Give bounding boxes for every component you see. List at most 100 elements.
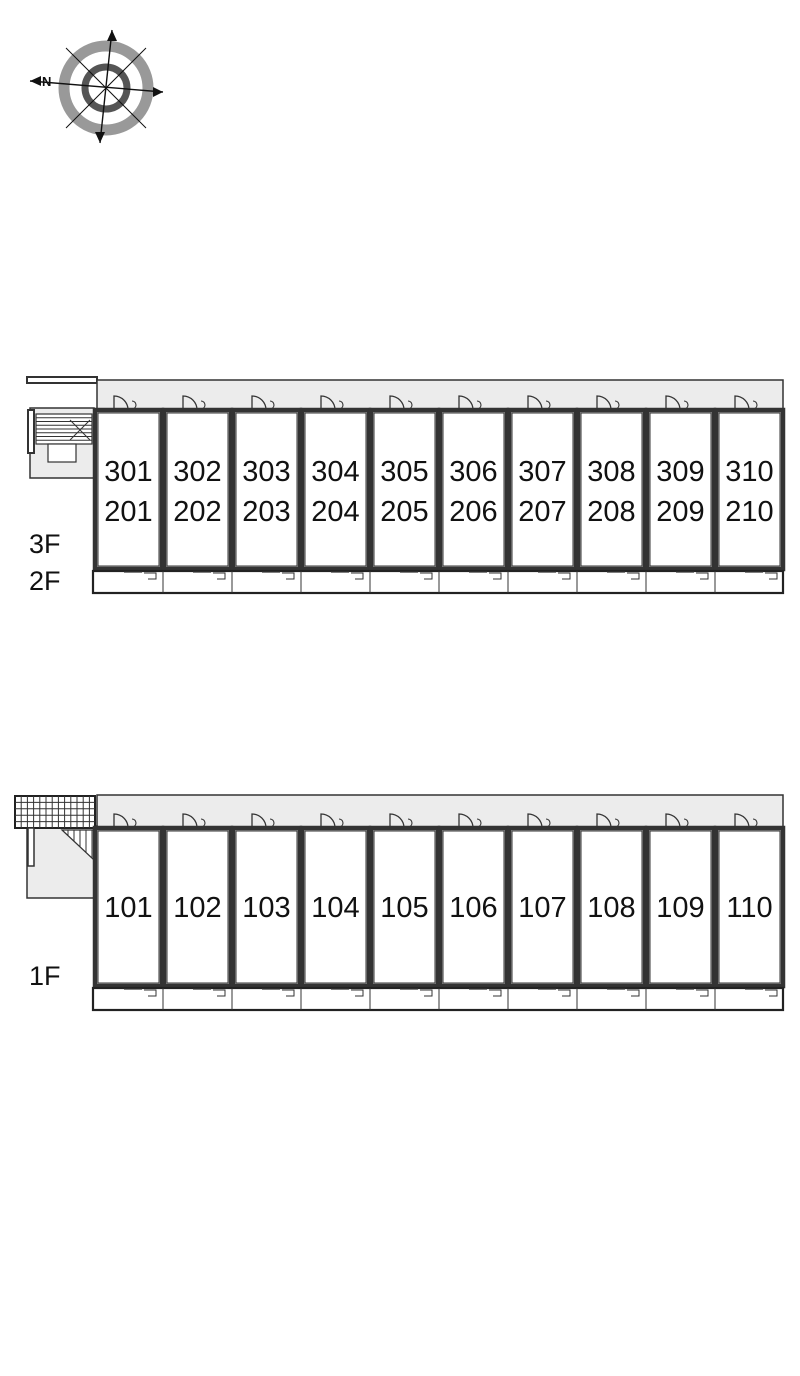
upper-staircase: [27, 409, 93, 463]
meter-icon: [476, 818, 482, 828]
unit-number: 109: [656, 892, 704, 924]
unit-number: 301: [104, 456, 152, 488]
unit-number: 201: [104, 496, 152, 528]
unit-number: 310: [725, 456, 773, 488]
unit-number: 205: [380, 496, 428, 528]
unit-number: 110: [726, 892, 772, 924]
unit-number: 203: [242, 496, 290, 528]
unit-number: 307: [518, 456, 566, 488]
stair-handrail: [27, 409, 35, 454]
meter-icon: [683, 818, 689, 828]
ac-unit-icon: [696, 572, 709, 580]
meter-icon: [131, 818, 137, 828]
door-swing-icon: [596, 813, 612, 829]
unit-number: 208: [587, 496, 635, 528]
meter-icon: [407, 400, 413, 410]
ac-unit-icon: [351, 989, 364, 997]
upper-floors-plan: 3012013022023032033042043052053062063072…: [26, 376, 786, 596]
upper-balcony-marks: [124, 571, 778, 593]
unit-cell: 107: [506, 813, 579, 989]
upper-balcony: [91, 569, 785, 595]
unit-cell: 104: [299, 813, 372, 989]
unit-cell: 108: [575, 813, 648, 989]
door-swing-icon: [251, 395, 267, 411]
ac-unit-icon: [144, 572, 157, 580]
door-swing-icon: [113, 395, 129, 411]
meter-icon: [338, 818, 344, 828]
unit-number: 210: [725, 496, 773, 528]
ac-unit-icon: [627, 989, 640, 997]
door-swing-icon: [665, 395, 681, 411]
upper-stair-roof: [26, 376, 98, 384]
door-swing-icon: [458, 813, 474, 829]
lower-corridor: [96, 794, 784, 828]
door-swing-icon: [320, 395, 336, 411]
ac-unit-icon: [282, 989, 295, 997]
meter-icon: [752, 400, 758, 410]
unit-cell: 105: [368, 813, 441, 989]
unit-number: 308: [587, 456, 635, 488]
ac-unit-icon: [627, 572, 640, 580]
floor-label-2f: 2F: [29, 566, 61, 596]
meter-icon: [545, 400, 551, 410]
unit-cell: 110: [713, 813, 786, 989]
unit-number: 102: [173, 892, 221, 924]
unit-number: 103: [242, 892, 290, 924]
door-swing-icon: [113, 813, 129, 829]
ac-unit-icon: [213, 572, 226, 580]
unit-cell: 109: [644, 813, 717, 989]
ac-unit-icon: [558, 572, 571, 580]
ac-unit-icon: [144, 989, 157, 997]
ac-unit-icon: [765, 989, 778, 997]
lower-stair-grid: [14, 795, 96, 829]
compass-rose-icon: N: [29, 29, 164, 144]
ac-unit-icon: [765, 572, 778, 580]
meter-icon: [614, 818, 620, 828]
lower-staircase: [15, 796, 95, 867]
meter-icon: [407, 818, 413, 828]
meter-icon: [131, 400, 137, 410]
upper-units: 3012013022023032033042043052053062063072…: [92, 395, 786, 572]
unit-number: 209: [656, 496, 704, 528]
ac-unit-icon: [213, 989, 226, 997]
unit-number: 107: [518, 892, 566, 924]
door-swing-icon: [527, 813, 543, 829]
ac-unit-icon: [489, 989, 502, 997]
door-swing-icon: [251, 813, 267, 829]
ac-unit-icon: [351, 572, 364, 580]
door-swing-icon: [389, 395, 405, 411]
ac-unit-icon: [282, 572, 295, 580]
unit-number: 202: [173, 496, 221, 528]
lower-balcony: [91, 986, 785, 1012]
door-swing-icon: [182, 813, 198, 829]
meter-icon: [338, 400, 344, 410]
meter-icon: [269, 400, 275, 410]
door-swing-icon: [389, 813, 405, 829]
meter-icon: [683, 400, 689, 410]
unit-number: 101: [104, 892, 152, 924]
meter-icon: [476, 400, 482, 410]
unit-number: 104: [311, 892, 359, 924]
unit-number: 306: [449, 456, 497, 488]
unit-cell: 103: [230, 813, 303, 989]
unit-number: 303: [242, 456, 290, 488]
unit-number: 105: [380, 892, 428, 924]
meter-icon: [752, 818, 758, 828]
meter-icon: [200, 400, 206, 410]
meter-icon: [614, 400, 620, 410]
door-swing-icon: [527, 395, 543, 411]
door-swing-icon: [458, 395, 474, 411]
stair-well: [47, 443, 77, 463]
door-swing-icon: [182, 395, 198, 411]
unit-number: 309: [656, 456, 704, 488]
meter-icon: [200, 818, 206, 828]
ac-unit-icon: [489, 572, 502, 580]
unit-number: 304: [311, 456, 359, 488]
ac-unit-icon: [420, 572, 433, 580]
door-swing-icon: [734, 813, 750, 829]
